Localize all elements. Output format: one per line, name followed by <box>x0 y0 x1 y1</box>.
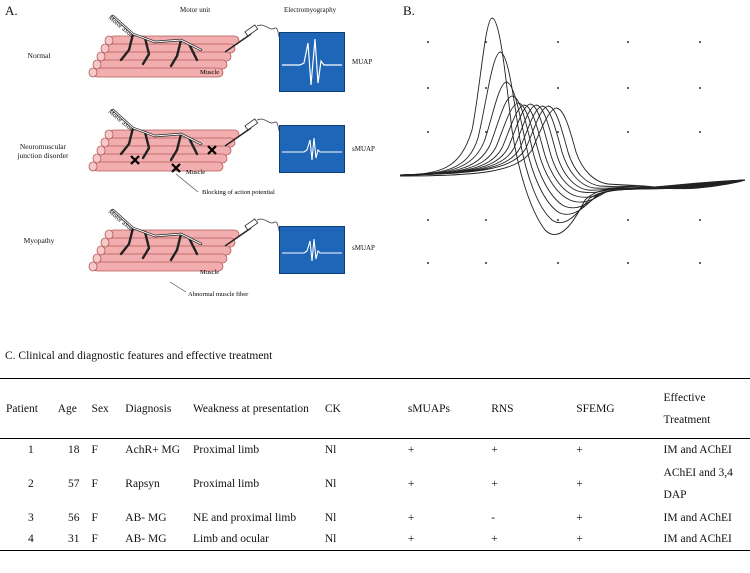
cell-treatment: IM and AChEI <box>663 511 732 524</box>
cell-diagnosis: Rapsyn <box>125 477 160 490</box>
cell-sex: F <box>91 443 98 456</box>
cell-ck: Nl <box>324 511 337 524</box>
smuap-trace-icon <box>282 238 342 262</box>
cell-ck: Nl <box>324 533 337 546</box>
col-header-ck: CK <box>324 402 341 415</box>
cell-diagnosis: AB- MG <box>125 511 167 524</box>
cell-sfemg: + <box>576 443 583 456</box>
table-row: 2 57 F Rapsyn Proximal limb Nl + + + ACh… <box>0 461 750 507</box>
muscle-label-nmj: Muscle <box>186 169 205 176</box>
emg-screen-myopathy <box>279 226 345 274</box>
muscle-label-myopathy: Muscle <box>200 269 219 276</box>
motor-unit-header: Motor unit <box>180 6 211 14</box>
trace-label-normal: MUAP <box>352 58 373 66</box>
condition-label-nmj: Neuromuscular junction disorder <box>17 142 69 160</box>
cell-diagnosis: AchR+ MG <box>125 443 181 456</box>
abnormal-fiber-label: Abnormal muscle fiber <box>188 291 249 298</box>
trace-label-myopathy: sMUAP <box>352 244 375 252</box>
cell-treatment: IM and AChEI <box>663 533 732 546</box>
condition-label-myopathy: Myopathy <box>23 236 55 245</box>
col-header-diagnosis: Diagnosis <box>125 402 172 415</box>
cell-sex: F <box>91 533 98 546</box>
cell-patient: 4 <box>27 533 34 546</box>
superimposed-muap-plot <box>400 17 745 264</box>
cell-age: 18 <box>68 443 80 456</box>
cell-age: 57 <box>68 477 80 490</box>
col-header-age: Age <box>57 402 77 415</box>
cell-age: 56 <box>68 511 80 524</box>
emg-screen-nmj <box>279 125 345 173</box>
section-c-title: C. Clinical and diagnostic features and … <box>5 350 273 362</box>
col-header-patient: Patient <box>6 402 38 415</box>
condition-label-normal: Normal <box>27 51 51 60</box>
col-header-sfemg: SFEMG <box>576 402 615 415</box>
blocking-label: Blocking of action potential <box>202 189 275 196</box>
trace-label-nmj: sMUAP <box>352 145 375 153</box>
cell-rns: - <box>491 511 496 524</box>
motor-unit-illustrations: Motor axon Muscle Motor axon Muscle Bloc… <box>87 14 285 298</box>
cell-smuaps: + <box>407 511 415 524</box>
cell-ck: Nl <box>324 477 337 490</box>
col-header-weakness: Weakness at presentation <box>192 402 309 415</box>
cell-smuaps: + <box>407 533 415 546</box>
cell-patient: 2 <box>27 477 34 490</box>
table-header-row: Patient Age Sex Diagnosis Weakness at pr… <box>0 378 750 439</box>
cell-smuaps: + <box>407 477 415 490</box>
cell-sex: F <box>91 477 98 490</box>
grid-dots <box>427 41 701 264</box>
cell-sfemg: + <box>576 477 583 490</box>
col-header-treatment: Effective Treatment <box>663 391 711 426</box>
col-header-rns: RNS <box>491 402 514 415</box>
cell-diagnosis: AB- MG <box>125 533 167 546</box>
table-row: 3 56 F AB- MG NE and proximal limb Nl + … <box>0 507 750 529</box>
cell-weakness: Proximal limb <box>192 477 260 490</box>
cell-rns: + <box>491 443 498 456</box>
block-marks <box>130 145 217 173</box>
emg-screen-normal <box>279 32 345 92</box>
cell-sfemg: + <box>576 511 583 524</box>
muap-trace-icon <box>282 38 342 86</box>
cell-ck: Nl <box>324 443 337 456</box>
cell-weakness: NE and proximal limb <box>192 511 297 524</box>
table-row: 1 18 F AchR+ MG Proximal limb Nl + + + I… <box>0 439 750 461</box>
cell-age: 31 <box>68 533 80 546</box>
smuap-trace-icon <box>282 137 342 161</box>
col-header-sex: Sex <box>91 402 109 415</box>
cell-treatment: IM and AChEI <box>663 443 732 456</box>
cell-weakness: Limb and ocular <box>192 533 269 546</box>
waveform-traces <box>400 17 745 236</box>
cell-sex: F <box>91 511 98 524</box>
cell-weakness: Proximal limb <box>192 443 260 456</box>
cell-patient: 3 <box>27 511 34 524</box>
panel-a-label: A. <box>5 3 18 18</box>
table-row: 4 31 F AB- MG Limb and ocular Nl + + + I… <box>0 529 750 551</box>
cell-sfemg: + <box>576 533 583 546</box>
cell-rns: + <box>491 477 498 490</box>
emg-header: Electromyography <box>284 6 337 14</box>
cell-smuaps: + <box>407 443 415 456</box>
col-header-smuaps: sMUAPs <box>407 402 451 415</box>
cell-treatment: AChEI and 3,4 DAP <box>663 466 733 501</box>
panel-b-label: B. <box>403 3 415 18</box>
features-table: Patient Age Sex Diagnosis Weakness at pr… <box>0 378 750 551</box>
cell-patient: 1 <box>27 443 34 456</box>
muscle-label-normal: Muscle <box>200 69 219 76</box>
cell-rns: + <box>491 533 498 546</box>
